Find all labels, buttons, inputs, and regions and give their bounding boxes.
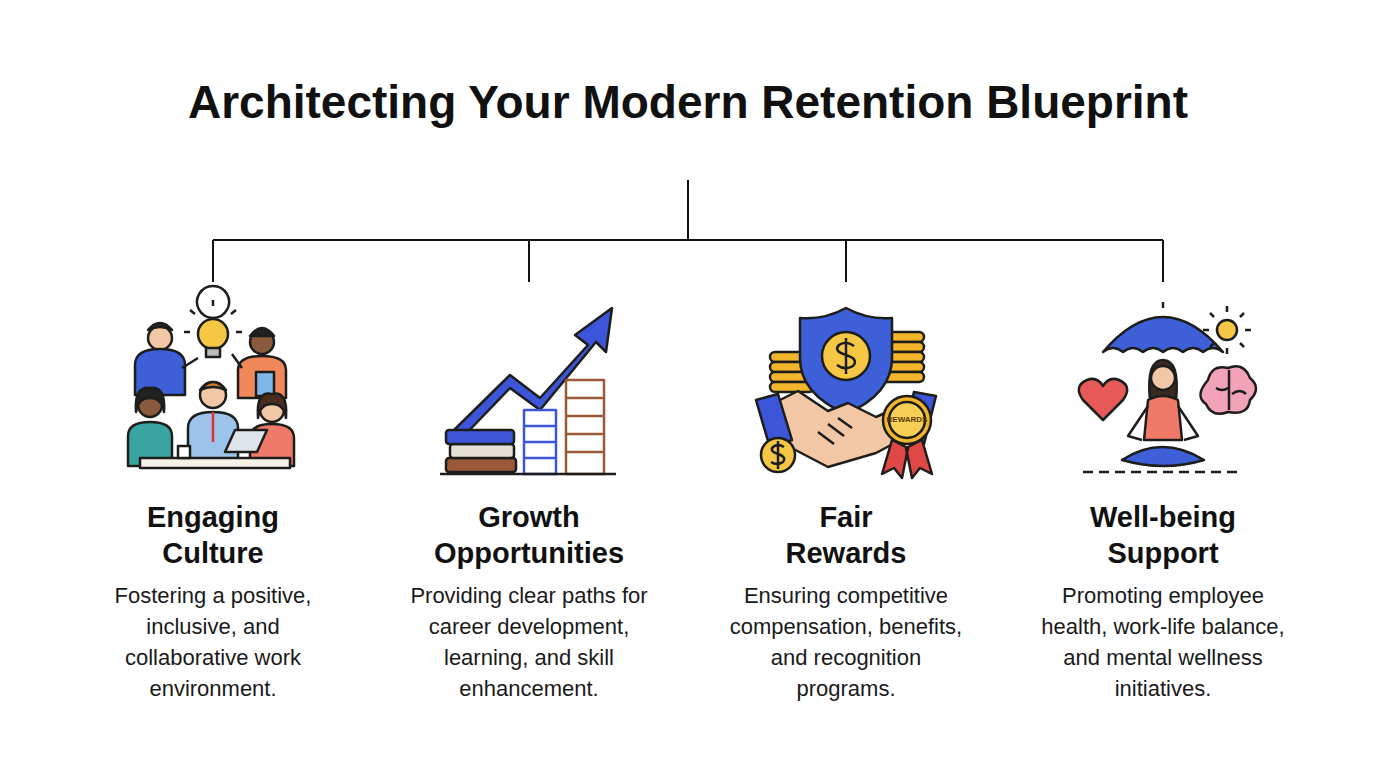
growth-icon [440,308,616,474]
pillar-heading: Growth Opportunities [424,499,634,571]
pillar-column: Well-being SupportPromoting employee hea… [1018,499,1308,704]
pillar-column: Fair RewardsEnsuring competitive compens… [701,499,991,704]
pillar-heading: Engaging Culture [108,499,318,571]
pillar-description: Ensuring competitive compensation, benef… [721,580,971,704]
diagram-title: Architecting Your Modern Retention Bluep… [0,72,1376,132]
pillar-heading: Fair Rewards [771,499,921,571]
tree-connector [213,180,1163,282]
pillar-column: Engaging CultureFostering a positive, in… [68,499,358,704]
pillar-column: Growth OpportunitiesProviding clear path… [384,499,674,704]
badge-label: REWARDS [887,415,928,425]
pillar-description: Providing clear paths for career develop… [405,580,653,704]
pillar-description: Promoting employee health, work-life bal… [1038,580,1288,704]
team-icon [128,286,294,468]
pillar-description: Fostering a positive, inclusive, and col… [89,580,337,704]
wellbeing-icon [1079,302,1256,472]
rewards-icon [756,308,936,478]
pillar-heading: Well-being Support [1063,499,1263,571]
